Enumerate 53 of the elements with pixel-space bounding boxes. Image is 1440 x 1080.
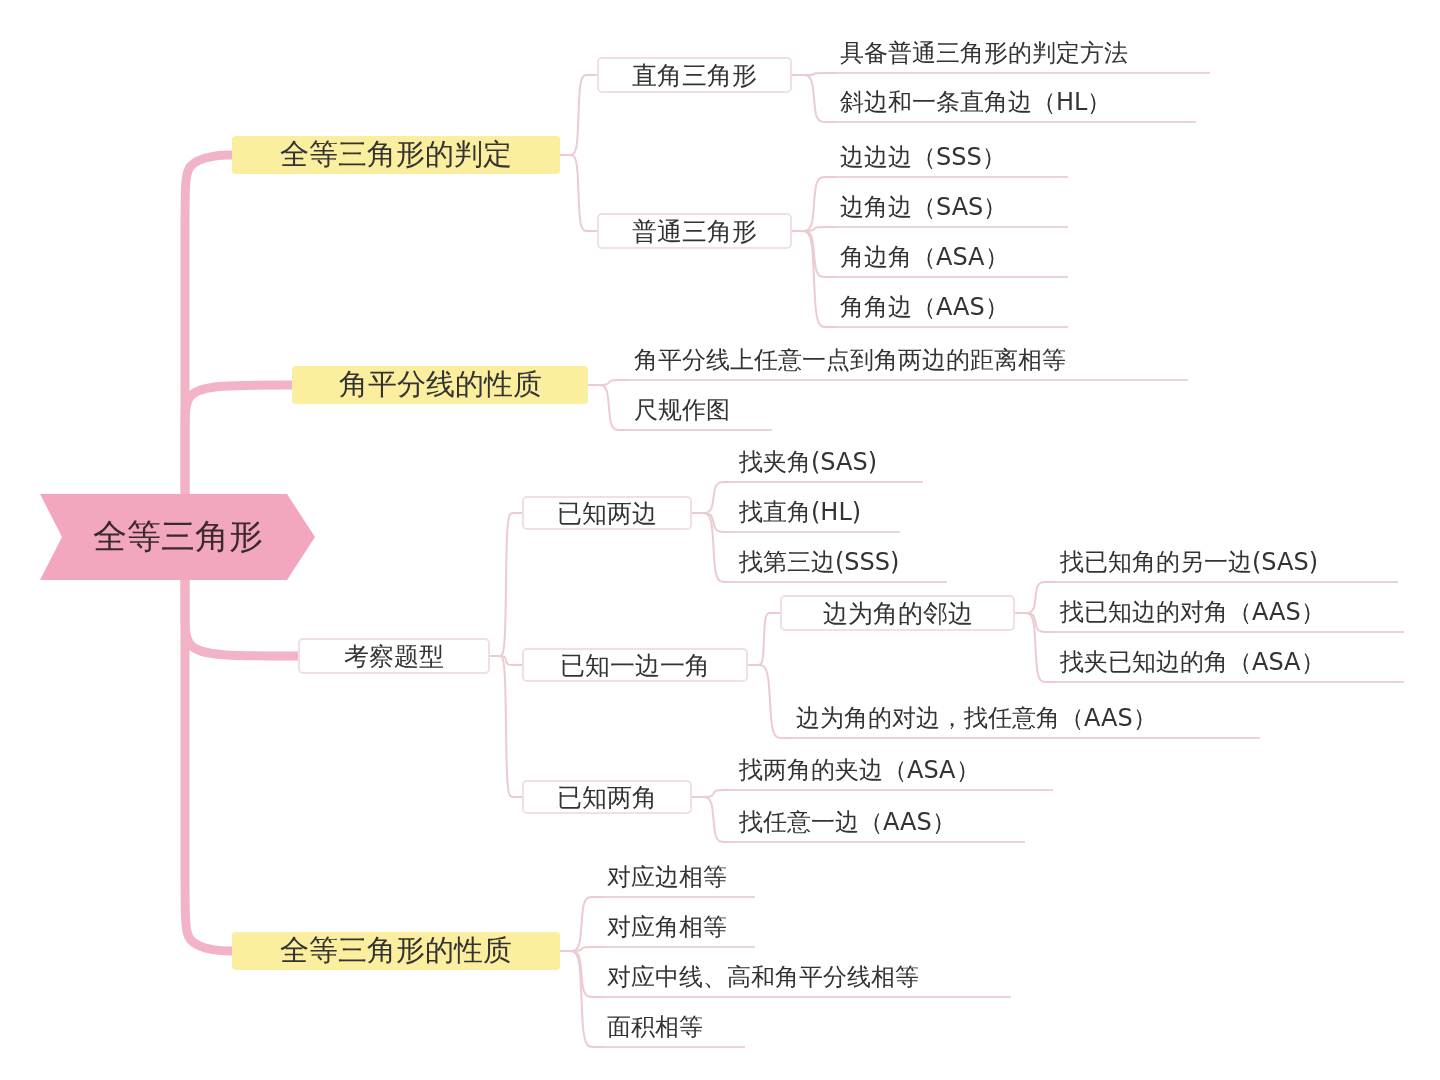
- topic-label: 找夹角(SAS): [739, 447, 878, 478]
- subtopic-box: [522, 780, 692, 814]
- connector-line: [791, 230, 837, 328]
- topic-label: 找已知边的对角（AAS）: [1060, 597, 1325, 628]
- connector-line: [747, 664, 793, 739]
- subtopic-box: [780, 595, 1015, 631]
- topic-label: 边边边（SSS）: [840, 142, 1006, 173]
- topic-label: 已知两边: [557, 497, 657, 530]
- topic-label: 直角三角形: [632, 59, 757, 92]
- connector-line: [1014, 612, 1057, 683]
- topic-label: 边为角的邻边: [822, 597, 973, 630]
- connector-line: [587, 384, 631, 431]
- topic-label: 考察题型: [344, 640, 444, 673]
- topic-label: 找已知角的另一边(SAS): [1060, 547, 1319, 578]
- topic-label: 角角边（AAS）: [840, 292, 1009, 323]
- connector-line: [691, 796, 736, 843]
- topic-label: 普通三角形: [632, 215, 757, 248]
- connector-line: [559, 154, 598, 232]
- topic-label: 斜边和一条直角边（HL）: [840, 87, 1112, 118]
- topic-label: 找第三边(SSS): [739, 547, 900, 578]
- subtopic-box: [522, 648, 748, 682]
- topic-label: 找夹已知边的角（ASA）: [1060, 647, 1325, 678]
- topic-label: 对应中线、高和角平分线相等: [607, 962, 919, 993]
- topic-label: 全等三角形: [92, 515, 263, 558]
- subtopic-box: [597, 213, 792, 249]
- topic-label: 角边角（ASA）: [840, 242, 1009, 273]
- connector-line: [791, 74, 837, 123]
- central-topic-banner: [40, 494, 315, 580]
- topic-label: 角平分线的性质: [338, 366, 542, 403]
- topic-label: 找任意一边（AAS）: [739, 807, 956, 838]
- main-branch-box: [232, 932, 560, 970]
- topic-label: 具备普通三角形的判定方法: [840, 38, 1128, 69]
- subtopic-box: [298, 638, 490, 674]
- main-branch-box: [292, 366, 588, 404]
- topic-label: 已知两角: [557, 781, 657, 814]
- topic-label: 对应角相等: [607, 912, 727, 943]
- topic-label: 角平分线上任意一点到角两边的距离相等: [634, 345, 1066, 376]
- connector-line: [691, 512, 736, 583]
- topic-label: 尺规作图: [634, 395, 730, 426]
- main-branch-box: [232, 136, 560, 174]
- topic-label: 边角边（SAS）: [840, 192, 1008, 223]
- topic-label: 面积相等: [607, 1012, 703, 1043]
- topic-label: 已知一边一角: [560, 649, 710, 682]
- topic-label: 对应边相等: [607, 862, 727, 893]
- subtopic-box: [522, 496, 692, 530]
- topic-label: 全等三角形的判定: [280, 136, 512, 173]
- topic-label: 找直角(HL): [739, 497, 862, 528]
- topic-label: 全等三角形的性质: [280, 932, 512, 969]
- topic-label: 找两角的夹边（ASA）: [739, 755, 980, 786]
- topic-label: 边为角的对边，找任意角（AAS）: [796, 703, 1157, 734]
- connector-line: [489, 655, 523, 798]
- connector-line: [559, 950, 604, 1048]
- subtopic-box: [597, 57, 792, 93]
